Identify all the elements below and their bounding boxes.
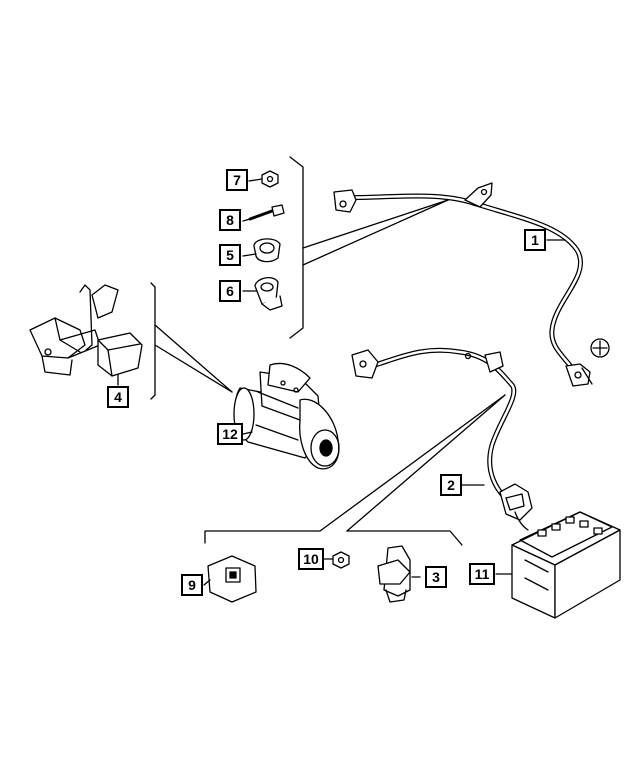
callout-12: 12 [217,423,243,445]
starter-motor [233,362,340,470]
ground-cable-1 [333,182,593,387]
clip-5 [253,238,281,263]
callout-2: 2 [440,474,462,496]
callout-11: 11 [469,563,495,585]
battery-cable-2 [351,347,533,531]
callout-1: 1 [524,229,546,251]
battery [511,511,621,619]
callout-5: 5 [219,244,241,266]
nut-7 [261,170,279,188]
bracket-lower-parts [204,394,506,546]
callout-9: 9 [181,574,203,596]
callout-6: 6 [219,280,241,302]
callout-10: 10 [298,548,324,570]
bracket-upper-hardware [289,156,449,339]
callout-8: 8 [219,209,241,231]
bracket-left-parts [150,282,233,400]
stud-8 [248,204,285,221]
clip-6 [254,276,283,311]
starter-bracket [29,284,119,376]
callout-3: 3 [425,566,447,588]
callout-4: 4 [107,386,129,408]
nut-10 [332,551,350,569]
terminal-cover [97,332,143,377]
ground-symbol-icon [590,338,610,358]
callout-7: 7 [226,169,248,191]
clip-3 [377,545,411,603]
leader-lines [117,178,566,586]
boot-9 [207,555,257,603]
